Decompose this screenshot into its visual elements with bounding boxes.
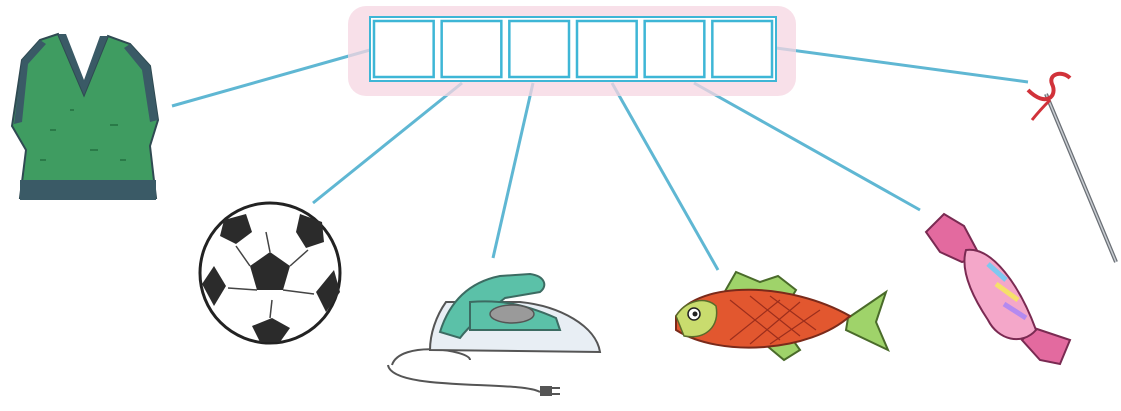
needle-icon <box>1028 74 1116 262</box>
answer-cell[interactable] <box>374 21 434 77</box>
answer-cell[interactable] <box>577 21 637 77</box>
line-iron <box>493 83 533 258</box>
answer-cell[interactable] <box>712 21 772 77</box>
candy-icon <box>926 214 1070 364</box>
answer-box <box>348 6 796 96</box>
vest-icon <box>12 34 158 200</box>
line-vest <box>172 50 370 106</box>
answer-cell[interactable] <box>442 21 502 77</box>
soccer-ball-icon <box>200 203 340 343</box>
line-ball <box>313 83 462 203</box>
line-needle <box>776 48 1028 82</box>
answer-cell[interactable] <box>509 21 569 77</box>
answer-cell[interactable] <box>645 21 705 77</box>
line-candy <box>694 83 920 210</box>
line-fish <box>612 83 718 270</box>
iron-icon <box>388 274 600 396</box>
fish-icon <box>676 272 888 360</box>
